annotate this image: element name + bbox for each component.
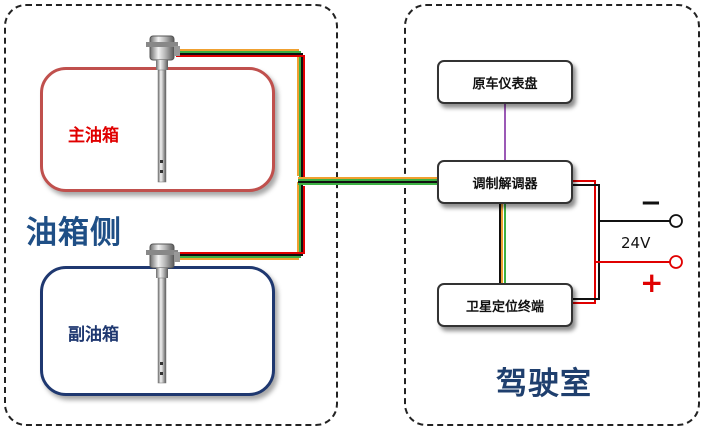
trunk-cable <box>298 177 437 185</box>
sub-sensor-cable <box>176 182 305 260</box>
negative-sign: − <box>640 188 662 218</box>
dashboard-box: 原车仪表盘 <box>437 60 573 104</box>
fuel-tank-side-label: 油箱侧 <box>26 215 122 251</box>
main-tank-label: 主油箱 <box>68 126 119 146</box>
dashboard-label: 原车仪表盘 <box>472 76 538 92</box>
negative-terminal <box>669 214 683 228</box>
cab-zone <box>404 4 700 426</box>
power-wires <box>573 180 672 304</box>
sub-fuel-sensor <box>146 243 180 384</box>
main-fuel-sensor <box>146 35 180 183</box>
modem-label: 调制解调器 <box>472 176 538 192</box>
positive-sign: + <box>640 266 664 299</box>
gps-terminal-label: 卫星定位终端 <box>465 299 544 315</box>
modem-box: 调制解调器 <box>437 160 573 204</box>
modem-gps-cable <box>499 204 506 283</box>
positive-terminal <box>669 255 683 269</box>
fuel-tank-zone <box>4 4 338 426</box>
voltage-label: 24V <box>621 234 651 252</box>
main-tank-box <box>40 67 275 192</box>
gps-terminal-box: 卫星定位终端 <box>437 283 573 327</box>
main-sensor-cable <box>176 49 305 182</box>
sub-tank-label: 副油箱 <box>68 325 119 345</box>
cab-label: 驾驶室 <box>496 366 592 402</box>
